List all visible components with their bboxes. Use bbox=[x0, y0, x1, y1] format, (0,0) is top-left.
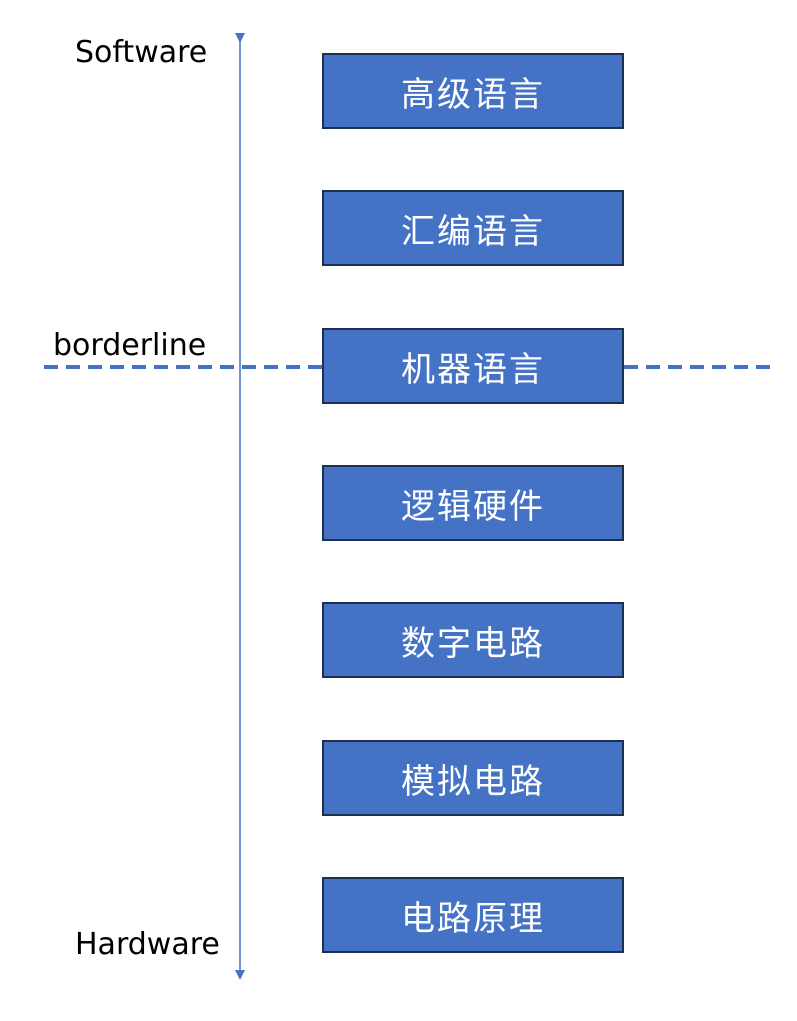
hardware-label: Hardware bbox=[75, 927, 220, 962]
layer-box-assembly-language: 汇编语言 bbox=[322, 190, 624, 266]
layer-box-analog-circuit: 模拟电路 bbox=[322, 740, 624, 816]
layer-label: 电路原理 bbox=[401, 898, 545, 939]
software-label: Software bbox=[75, 35, 208, 70]
layer-box-machine-language: 机器语言 bbox=[322, 328, 624, 404]
layer-label: 汇编语言 bbox=[401, 211, 545, 252]
layer-box-high-level-language: 高级语言 bbox=[322, 53, 624, 129]
layer-box-logic-hardware: 逻辑硬件 bbox=[322, 465, 624, 541]
layer-box-digital-circuit: 数字电路 bbox=[322, 602, 624, 678]
layer-label: 数字电路 bbox=[401, 623, 545, 664]
borderline-label: borderline bbox=[53, 328, 207, 363]
layer-label: 模拟电路 bbox=[401, 761, 545, 802]
layer-label: 逻辑硬件 bbox=[401, 486, 545, 527]
layer-box-circuit-principle: 电路原理 bbox=[322, 877, 624, 953]
layer-label: 机器语言 bbox=[401, 349, 545, 390]
layer-label: 高级语言 bbox=[401, 74, 545, 115]
